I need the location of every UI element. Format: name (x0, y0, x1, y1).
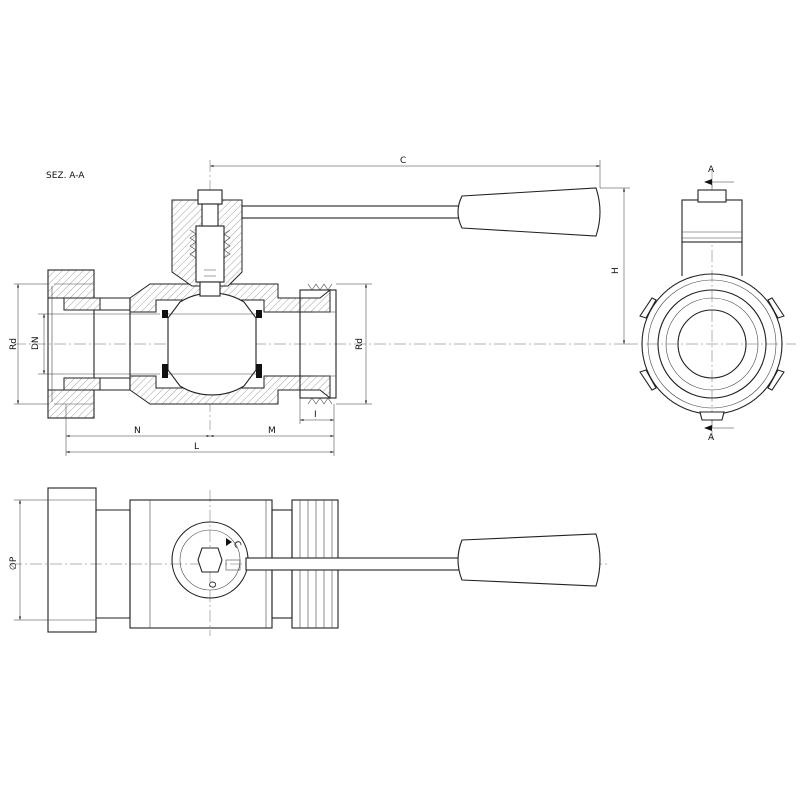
dimension-label-n: N (134, 426, 141, 436)
position-label-closed: C (231, 540, 243, 550)
top-handle-lever (245, 533, 601, 587)
dimension-rd-right: Rd (336, 283, 372, 405)
stem-housing (171, 189, 243, 297)
dimension-n-m: N M (65, 404, 335, 456)
dimension-h: H (600, 187, 630, 344)
right-threaded-end (299, 283, 337, 405)
dimension-dn: DN (31, 313, 64, 375)
dimension-p: ∅P (9, 499, 48, 621)
dimension-label-rd-right: Rd (355, 338, 365, 350)
side-view: A A (626, 165, 796, 443)
dimension-label-rd-left: Rd (9, 338, 19, 350)
section-marker-label-bottom: A (708, 433, 715, 443)
left-tail-piece (63, 297, 160, 391)
dimension-label-dn: DN (31, 336, 41, 350)
dimension-label-c: C (400, 156, 406, 166)
hex-stem-icon (197, 547, 223, 573)
lock-tab-icon (225, 559, 241, 571)
section-title: SEZ. A-A (46, 171, 85, 181)
section-marker-bottom: A (704, 420, 734, 443)
position-label-open: O (208, 580, 219, 589)
section-marker-top: A (704, 165, 734, 190)
dimension-label-h: H (611, 267, 621, 274)
dimension-label-i: I (314, 410, 317, 420)
dimension-label-p: ∅P (9, 556, 19, 570)
section-view: SEZ. A-A (9, 156, 630, 456)
section-marker-label-top: A (708, 165, 715, 175)
dimension-l: L (66, 442, 334, 454)
dimension-label-m: M (268, 426, 276, 436)
top-view: C O ∅P (9, 487, 610, 636)
dimension-label-l: L (194, 442, 199, 452)
dimension-c: C (210, 156, 601, 188)
side-union-rings (639, 273, 785, 421)
dimension-rd-left: Rd (9, 283, 48, 405)
seats (162, 310, 262, 378)
top-union-nut (47, 487, 131, 633)
dimension-i: I (299, 398, 334, 424)
left-union-nut (47, 269, 95, 419)
side-stem-housing (681, 189, 743, 276)
handle-lever (241, 187, 601, 237)
ball (167, 292, 257, 396)
